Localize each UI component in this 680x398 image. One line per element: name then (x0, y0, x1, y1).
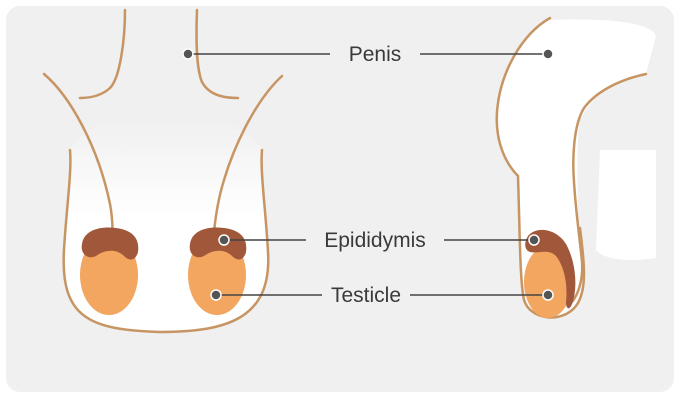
epididymis-label: Epididymis (324, 229, 426, 252)
penis-dot-side (543, 49, 553, 59)
penis-dot-front (183, 49, 193, 59)
testicle-dot-front (211, 290, 221, 300)
epididymis-dot-front (219, 235, 229, 245)
testicle-dot-side (543, 290, 553, 300)
epididymis-dot-side (529, 235, 539, 245)
penis-label: Penis (349, 43, 402, 66)
side-lower-fill (596, 150, 656, 260)
testicle-label: Testicle (331, 284, 401, 307)
